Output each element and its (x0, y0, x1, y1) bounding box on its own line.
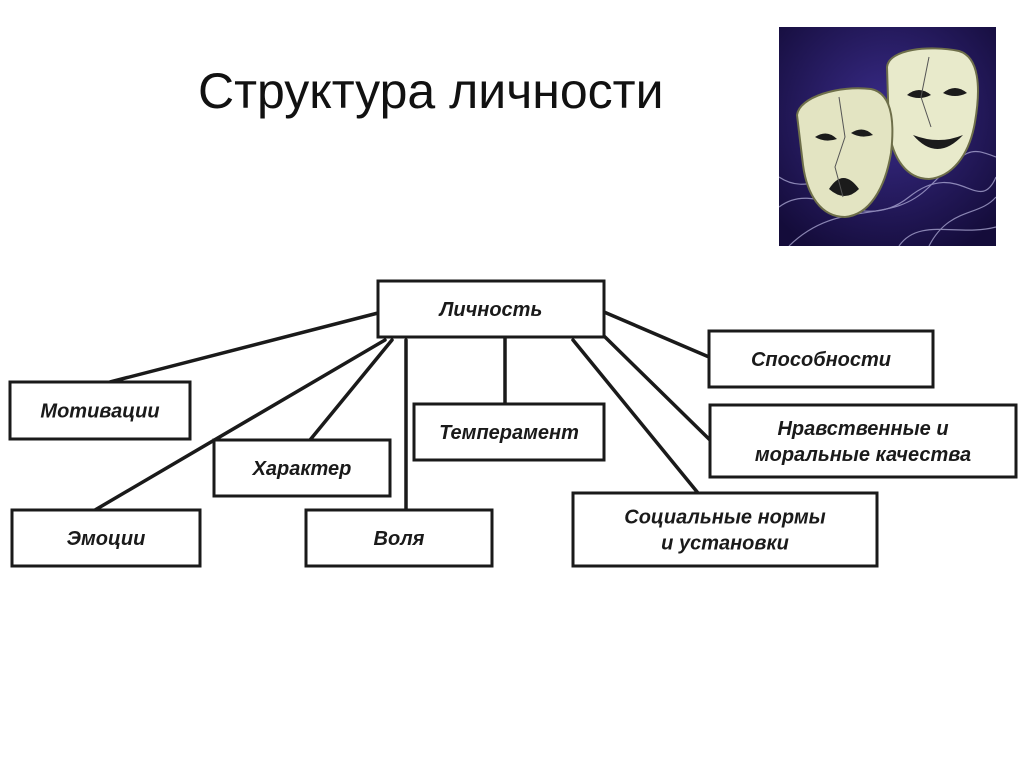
node-emotions-box (10, 508, 202, 568)
theatre-masks-icon (779, 27, 996, 246)
node-character: Характер (212, 438, 392, 498)
node-character-label: Характер (252, 458, 352, 480)
node-temperament-label: Темперамент (439, 422, 579, 444)
edge-emotions (93, 338, 387, 512)
node-will-box (304, 508, 494, 568)
node-personality-box (376, 279, 606, 339)
node-social: Социальные нормы и установки (571, 491, 879, 568)
edge-social (571, 338, 700, 495)
node-will-label: Воля (374, 528, 425, 550)
edge-character (308, 338, 394, 442)
node-personality-label: Личность (438, 299, 543, 321)
node-motivation: Мотивации (8, 380, 192, 441)
node-moral-label: Нравственные и (777, 418, 948, 440)
node-moral: Нравственные и моральные качества (708, 403, 1018, 479)
node-motivation-label: Мотивации (40, 401, 159, 423)
edge-motivation (108, 311, 380, 384)
node-will: Воля (304, 508, 494, 568)
node-motivation-box (8, 380, 192, 441)
node-personality: Личность (376, 279, 606, 339)
node-abilities-label: Способности (751, 349, 891, 371)
node-abilities: Способности (707, 329, 935, 389)
node-character-box (212, 438, 392, 498)
slide-title: Структура личности (198, 63, 664, 119)
theatre-masks-image (779, 27, 996, 246)
node-emotions-label: Эмоции (67, 528, 146, 550)
node-abilities-box (707, 329, 935, 389)
node-temperament: Темперамент (412, 402, 606, 462)
edge-moral (602, 334, 712, 442)
node-moral-label: моральные качества (755, 444, 971, 466)
node-temperament-box (412, 402, 606, 462)
edge-abilities (602, 310, 711, 359)
node-social-label: и установки (661, 533, 789, 555)
node-social-label: Социальные нормы (624, 507, 825, 529)
node-social-box (571, 491, 879, 568)
node-emotions: Эмоции (10, 508, 202, 568)
node-moral-box (708, 403, 1018, 479)
